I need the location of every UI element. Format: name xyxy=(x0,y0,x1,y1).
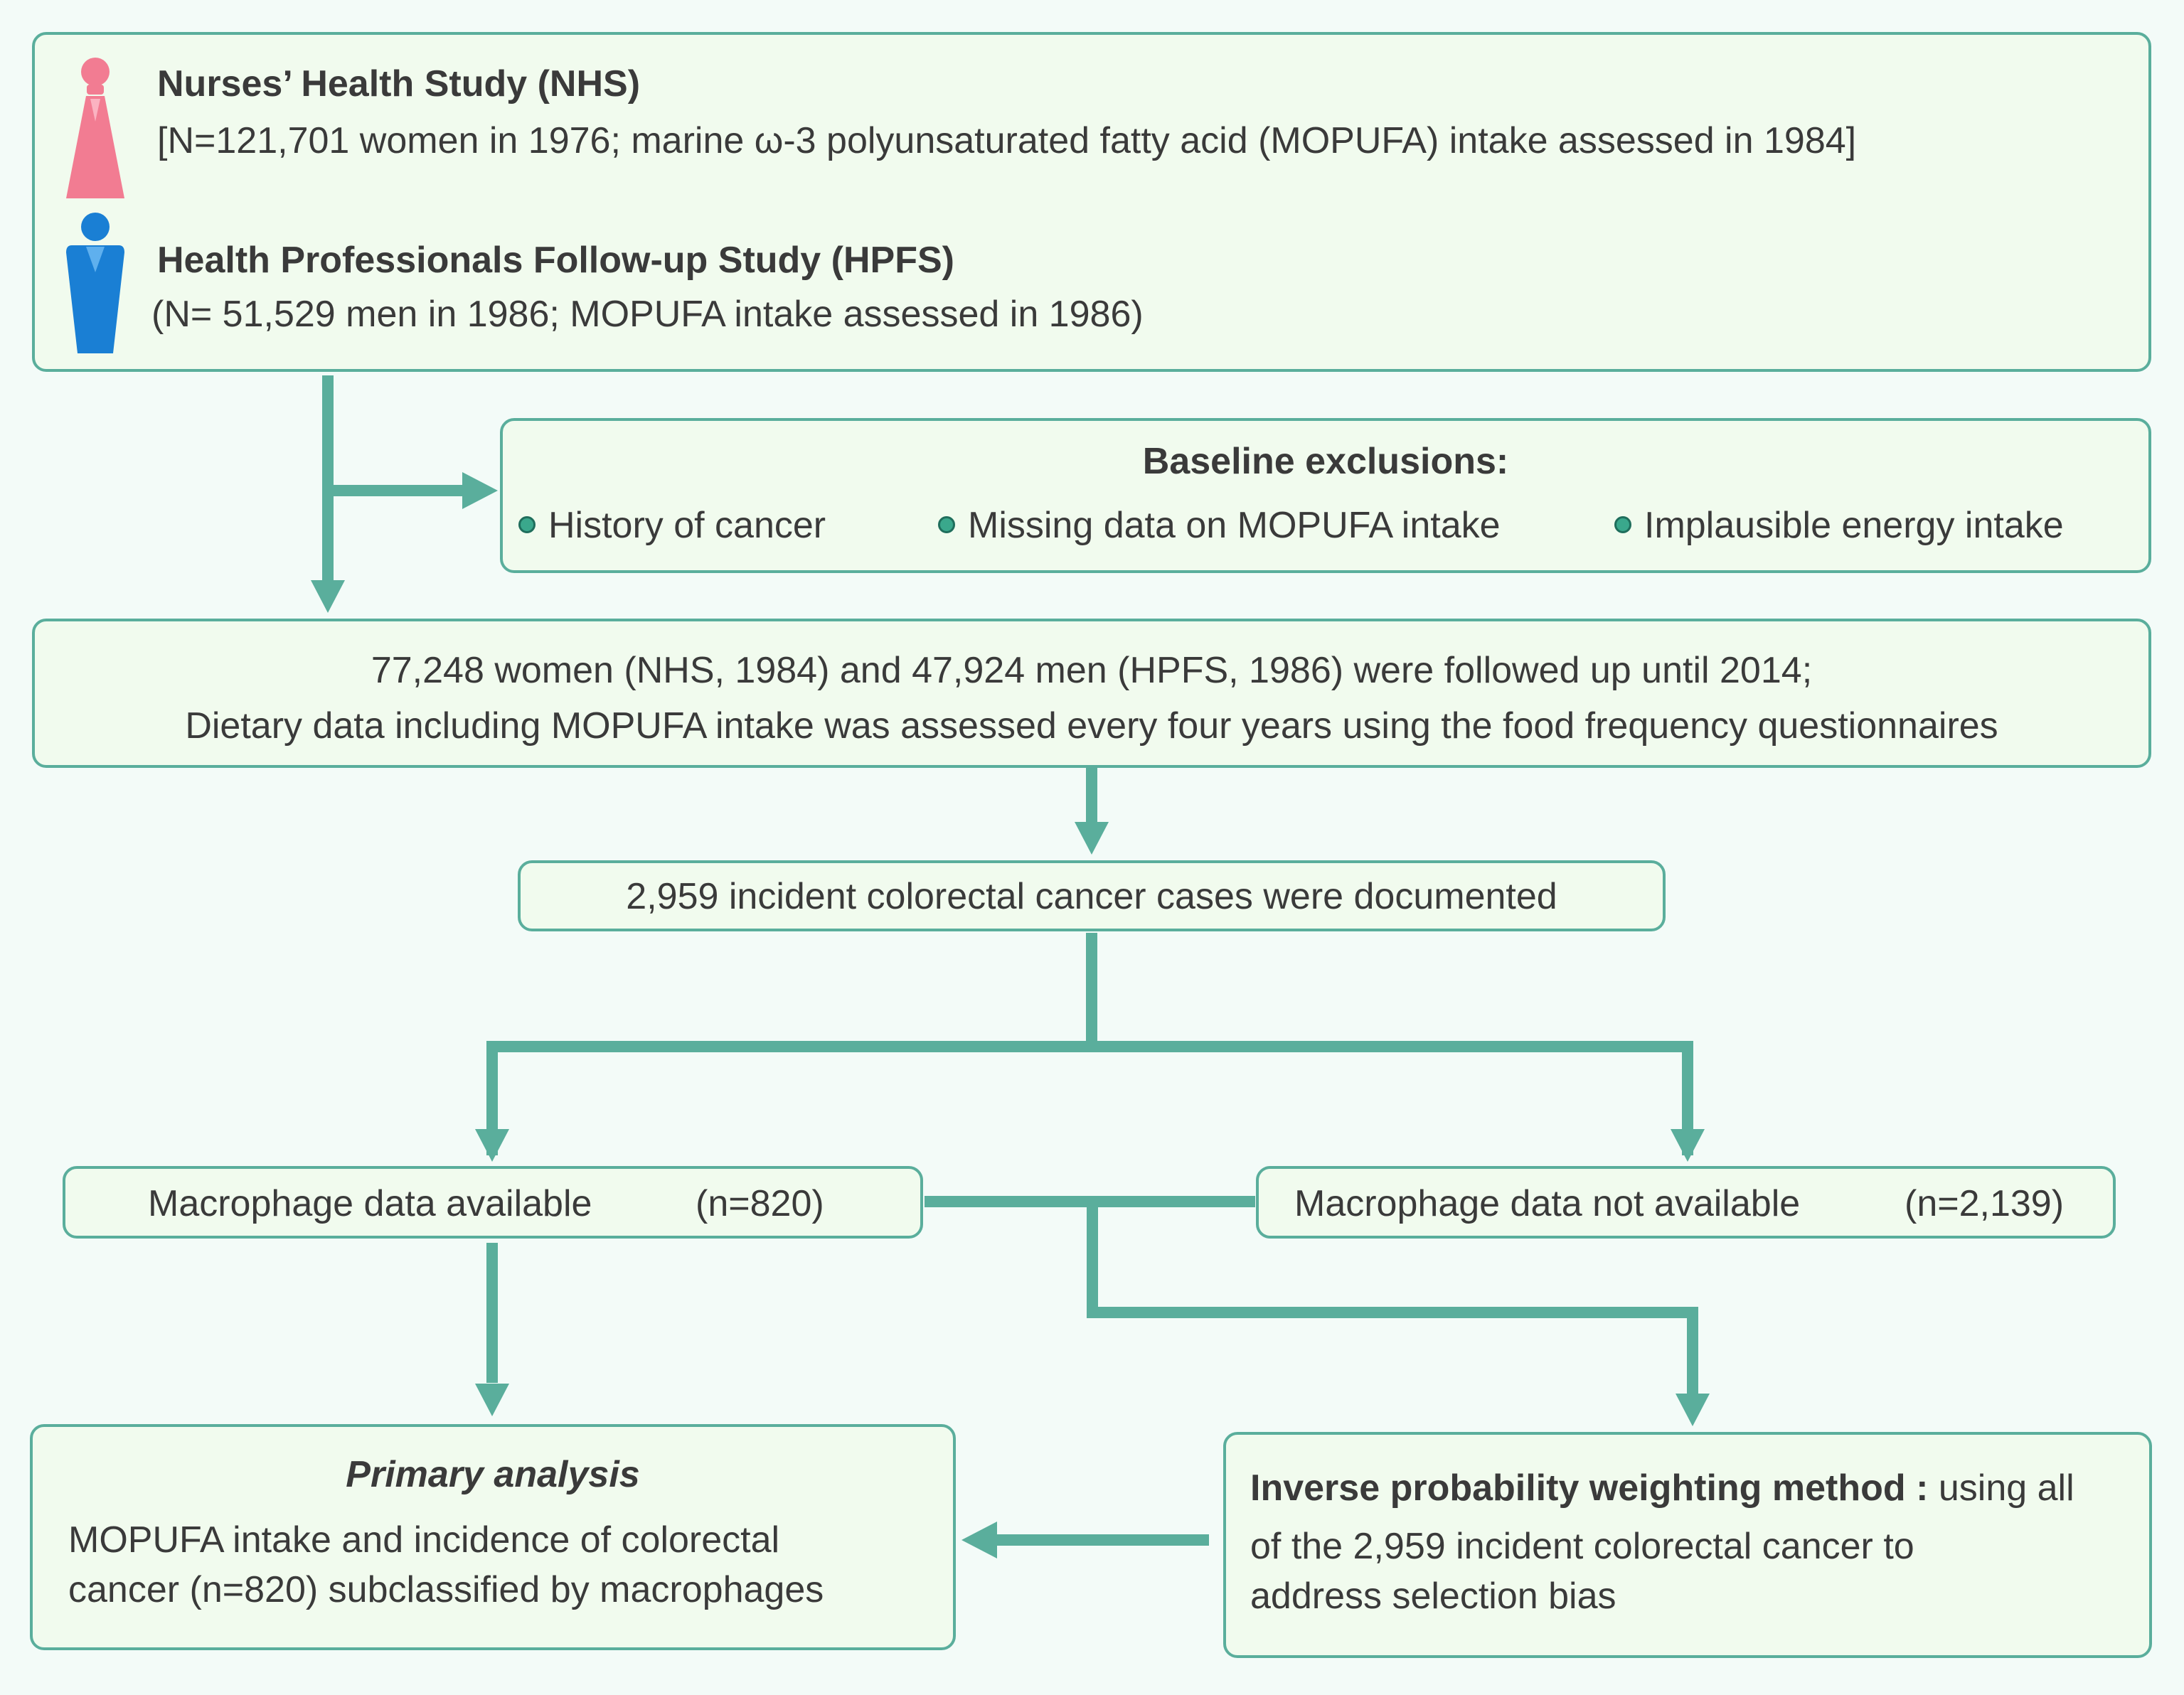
male-person-icon xyxy=(66,213,124,353)
ipw-line-1-rest: using all xyxy=(1928,1467,2074,1509)
primary-analysis-box: Primary analysis MOPUFA intake and incid… xyxy=(30,1424,956,1650)
ipw-title: Inverse probability weighting method : xyxy=(1250,1467,1929,1509)
macrophage-not-available-box: Macrophage data not available (n=2,139) xyxy=(1256,1166,2116,1239)
primary-line-1: MOPUFA intake and incidence of colorecta… xyxy=(68,1519,780,1561)
arrowhead-exclusions xyxy=(462,472,498,509)
ipw-line-3: address selection bias xyxy=(1250,1576,1616,1617)
arrowhead-followup xyxy=(311,580,345,613)
arrowhead-available xyxy=(475,1129,509,1162)
hpfs-title: Health Professionals Follow-up Study (HP… xyxy=(157,240,954,281)
arrowhead-ipw-to-primary xyxy=(962,1522,997,1558)
arrowhead-primary xyxy=(475,1384,509,1416)
female-person-icon xyxy=(66,58,124,198)
bullet-icon xyxy=(518,516,536,534)
followup-line-1: 77,248 women (NHS, 1984) and 47,924 men … xyxy=(371,650,1813,691)
to-ipw-line xyxy=(1087,1202,1698,1394)
arrowhead-cases xyxy=(1075,822,1109,855)
cases-text: 2,959 incident colorectal cancer cases w… xyxy=(626,876,1557,917)
exclusion-item: Missing data on MOPUFA intake xyxy=(938,503,1501,547)
macrophage-not-available-count: (n=2,139) xyxy=(1905,1183,2065,1224)
cohort-box: Nurses’ Health Study (NHS) [N=121,701 wo… xyxy=(32,32,2151,372)
exclusion-item: Implausible energy intake xyxy=(1614,503,2064,547)
macrophage-available-label: Macrophage data available xyxy=(148,1183,592,1224)
nhs-detail: [N=121,701 women in 1976; marine ω-3 pol… xyxy=(157,120,1857,161)
macrophage-available-count: (n=820) xyxy=(696,1183,824,1224)
primary-title: Primary analysis xyxy=(346,1454,640,1495)
nhs-title: Nurses’ Health Study (NHS) xyxy=(157,63,641,105)
hpfs-detail: (N= 51,529 men in 1986; MOPUFA intake as… xyxy=(151,294,1144,335)
exclusions-box: Baseline exclusions: History of cancer M… xyxy=(500,418,2151,573)
primary-line-2: cancer (n=820) subclassified by macropha… xyxy=(68,1569,824,1610)
macrophage-available-box: Macrophage data available (n=820) xyxy=(63,1166,923,1239)
cases-box: 2,959 incident colorectal cancer cases w… xyxy=(518,860,1666,931)
exclusion-item: History of cancer xyxy=(518,503,826,547)
followup-line-2: Dietary data including MOPUFA intake was… xyxy=(185,705,1998,747)
ipw-line-2: of the 2,959 incident colorectal cancer … xyxy=(1250,1526,1914,1567)
exclusions-title: Baseline exclusions: xyxy=(1142,441,1509,482)
ipw-line-1: Inverse probability weighting method : u… xyxy=(1250,1466,2074,1510)
split-horizontal-line xyxy=(486,1041,1693,1155)
followup-box: 77,248 women (NHS, 1984) and 47,924 men … xyxy=(32,619,2151,768)
bullet-icon xyxy=(938,516,955,534)
bullet-icon xyxy=(1614,516,1631,534)
arrowhead-not-available xyxy=(1671,1129,1705,1162)
arrowhead-ipw xyxy=(1676,1394,1710,1426)
ipw-box: Inverse probability weighting method : u… xyxy=(1223,1432,2152,1658)
macrophage-not-available-label: Macrophage data not available xyxy=(1294,1183,1801,1224)
